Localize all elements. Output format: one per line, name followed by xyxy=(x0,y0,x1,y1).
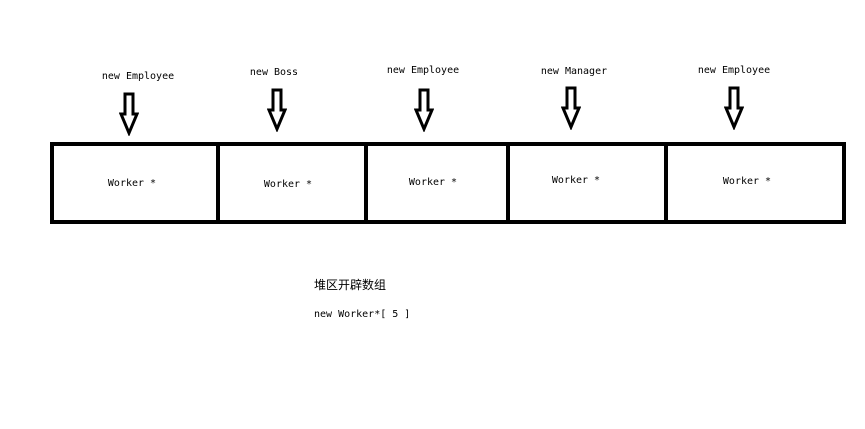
diagram-caption: 堆区开辟数组 xyxy=(314,278,387,292)
object-label-employee-1: new Employee xyxy=(101,71,175,82)
array-cell: Worker * xyxy=(220,146,368,220)
down-arrow-icon xyxy=(724,86,744,130)
array-cell-label: Worker * xyxy=(551,175,601,186)
down-arrow-icon xyxy=(561,86,581,130)
array-cell-label: Worker * xyxy=(107,178,157,189)
array-cell-label: Worker * xyxy=(263,179,313,190)
object-label-employee-3: new Employee xyxy=(697,65,771,76)
down-arrow-icon xyxy=(119,92,139,136)
array-cell: Worker * xyxy=(368,146,510,220)
object-label-employee-2: new Employee xyxy=(386,65,460,76)
array-cell: Worker * xyxy=(54,146,220,220)
object-label-boss: new Boss xyxy=(249,67,299,78)
array-cell-label: Worker * xyxy=(722,176,772,187)
down-arrow-icon xyxy=(414,88,434,132)
object-label-manager: new Manager xyxy=(540,66,608,77)
down-arrow-icon xyxy=(267,88,287,132)
allocation-expression: new Worker*[ 5 ] xyxy=(314,309,411,320)
array-cell: Worker * xyxy=(510,146,668,220)
array-cell: Worker * xyxy=(668,146,842,220)
array-cell-label: Worker * xyxy=(408,177,458,188)
pointer-array: Worker * Worker * Worker * Worker * Work… xyxy=(50,142,846,224)
